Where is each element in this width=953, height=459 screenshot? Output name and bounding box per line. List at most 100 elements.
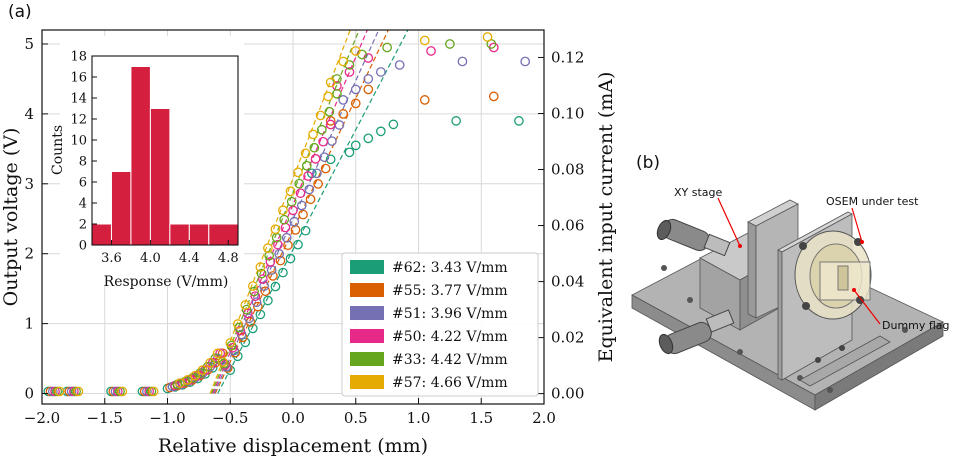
data-point [514, 116, 524, 126]
legend-entry: #55: 3.77 V/mm [392, 283, 508, 299]
data-point [225, 338, 236, 348]
base-plate-side [814, 321, 944, 411]
x-tick-label: 0.5 [344, 409, 368, 427]
data-point [325, 116, 336, 126]
data-point [279, 214, 290, 225]
data-point [270, 224, 281, 235]
y2-tick-label: 0.08 [551, 161, 584, 179]
inset-y-tick-label: 14 [70, 92, 87, 107]
inset-x-tick-label: 4.8 [218, 251, 239, 266]
data-point [350, 46, 361, 56]
data-point [488, 91, 499, 102]
data-point [253, 301, 263, 312]
osem-label: OSEM under test [826, 195, 919, 208]
y-tick-label: 0 [24, 385, 34, 403]
data-point [182, 375, 193, 385]
data-point [309, 142, 320, 153]
data-point [325, 119, 336, 130]
y2-tick-label: 0.00 [551, 385, 584, 403]
data-point [227, 342, 238, 353]
histogram-bar [110, 171, 132, 246]
osem-pointer [851, 207, 863, 243]
data-point [375, 126, 386, 137]
data-points [43, 32, 531, 397]
legend-swatch [350, 329, 384, 343]
data-point [251, 297, 262, 308]
data-point [338, 109, 349, 119]
xy-stage-pointer [717, 197, 741, 247]
data-point [259, 281, 269, 291]
data-point [344, 147, 355, 158]
inset-y-axis-label: Counts [50, 125, 66, 175]
data-point [317, 124, 327, 135]
inset-y-tick-label: 6 [79, 176, 87, 191]
data-point [301, 160, 312, 171]
micrometer-upper [656, 218, 731, 257]
inset-x-tick-label: 4.4 [179, 251, 200, 266]
stage-plate-edge [747, 221, 757, 319]
legend-entry: #62: 3.43 V/mm [392, 260, 508, 276]
histogram-bar [208, 223, 239, 246]
data-point [457, 56, 468, 67]
data-point [323, 91, 333, 102]
data-point [268, 271, 278, 281]
data-point [244, 313, 254, 324]
legend-swatch [350, 352, 384, 366]
data-point [260, 286, 271, 297]
data-point [363, 84, 374, 95]
inset-y-tick-label: 10 [70, 134, 87, 149]
x-axis-label: Relative displacement (mm) [158, 435, 428, 457]
inset-y-tick-label: 4 [79, 197, 87, 212]
data-point [236, 329, 247, 340]
data-point [148, 386, 159, 397]
data-point [187, 373, 198, 383]
data-point [215, 348, 226, 359]
data-point [388, 119, 399, 130]
osem-plate-edge [777, 249, 783, 381]
dummy-flag-pointer [853, 289, 881, 325]
data-point [419, 35, 430, 46]
histogram-bar [188, 223, 210, 246]
fit-line [213, 30, 380, 394]
data-point [325, 154, 336, 165]
data-point [293, 167, 303, 178]
data-point [240, 300, 251, 310]
data-point [286, 196, 297, 207]
data-point [382, 42, 392, 53]
data-point [281, 232, 292, 243]
data-point [363, 133, 374, 144]
data-point [350, 98, 361, 109]
data-point [303, 171, 313, 181]
data-point [195, 368, 205, 378]
histogram-bar [91, 223, 112, 246]
data-point [338, 56, 349, 67]
y-tick-label: 5 [24, 35, 34, 53]
inset-x-tick-label: 3.6 [101, 251, 122, 266]
data-point [265, 257, 276, 267]
data-point [363, 74, 374, 84]
data-point [258, 274, 268, 284]
y2-tick-label: 0.12 [551, 48, 584, 66]
data-point [256, 268, 267, 279]
data-point [289, 216, 300, 227]
data-point [324, 106, 335, 117]
x-tick-label: 1.5 [469, 409, 493, 427]
data-point [274, 249, 285, 259]
y2-tick-label: 0.02 [551, 329, 584, 347]
y2-tick-label: 0.10 [551, 104, 584, 122]
inset-y-tick-label: 8 [79, 155, 87, 170]
data-point [270, 281, 281, 292]
data-point [426, 46, 436, 56]
panel-b-label: (b) [636, 153, 660, 173]
y2-axis-label: Equivalent input current (mA) [595, 72, 617, 363]
inset-y-tick-label: 0 [79, 239, 87, 254]
data-point [240, 337, 251, 348]
osem-screws [799, 238, 864, 363]
legend-entry: #51: 3.96 V/mm [392, 306, 508, 322]
data-point [300, 148, 311, 159]
legend-entry: #33: 4.42 V/mm [392, 352, 508, 368]
